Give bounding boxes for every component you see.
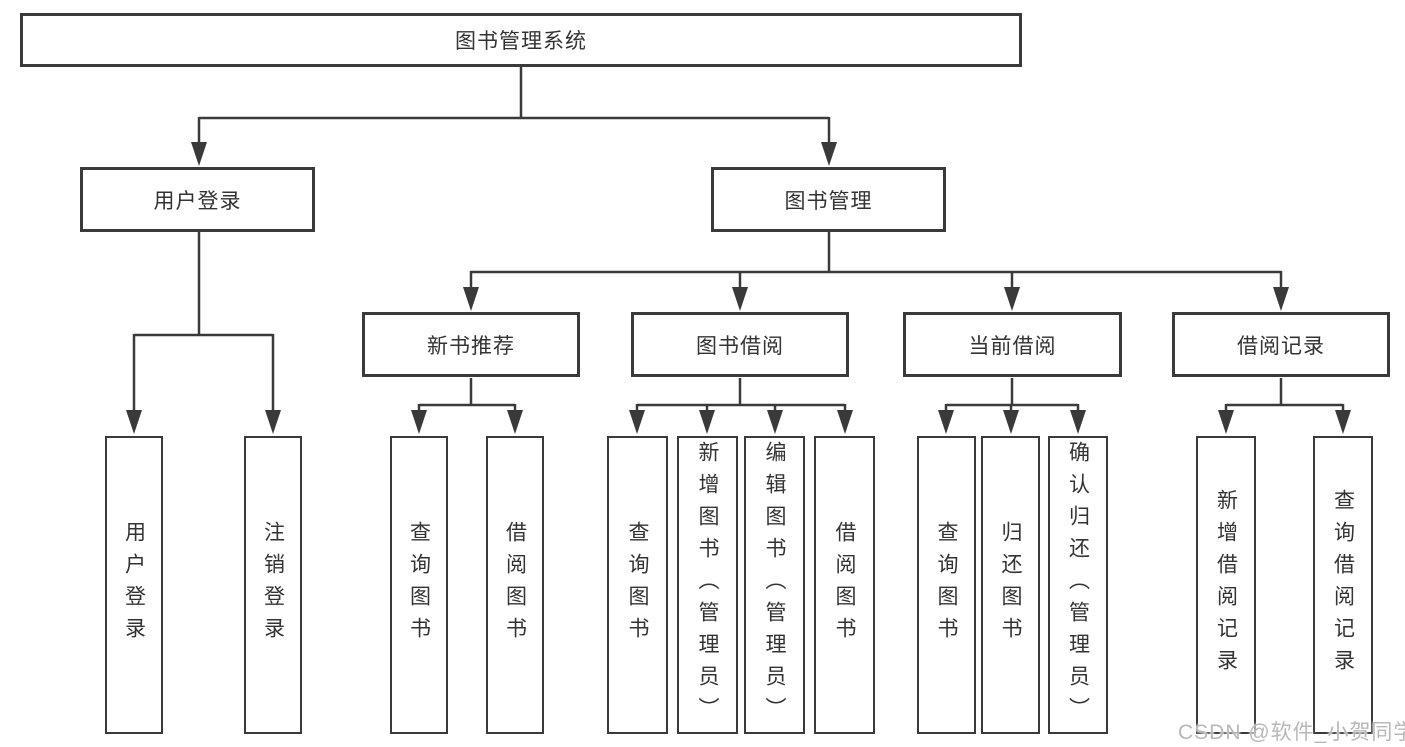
leaf-add-books-admin: 新增图书（管理员） xyxy=(677,436,738,734)
connector-user-login-children xyxy=(126,232,281,434)
leaf-borrow-books-2: 借阅图书 xyxy=(814,436,875,734)
node-new-book-recommend: 新书推荐 xyxy=(362,312,580,377)
connector-book-management-children xyxy=(463,232,1289,311)
leaf-query-books-3: 查询图书 xyxy=(917,436,976,734)
leaf-edit-books-admin: 编辑图书（管理员） xyxy=(744,436,805,734)
node-library-system: 图书管理系统 xyxy=(20,13,1022,67)
connector-book-borrow-children xyxy=(629,378,853,434)
leaf-add-borrow-record: 新增借阅记录 xyxy=(1196,436,1256,734)
connector-new-book-children xyxy=(411,378,523,434)
node-user-login: 用户登录 xyxy=(80,167,315,232)
connector-current-borrow-children xyxy=(938,378,1086,434)
node-borrow-records: 借阅记录 xyxy=(1172,312,1390,377)
leaf-return-books: 归还图书 xyxy=(981,436,1040,734)
node-book-management: 图书管理 xyxy=(711,167,946,232)
leaf-user-login: 用户登录 xyxy=(105,436,163,734)
leaf-logout: 注销登录 xyxy=(244,436,302,734)
node-book-borrow: 图书借阅 xyxy=(631,312,849,377)
connector-root-to-level1 xyxy=(191,67,837,166)
leaf-query-books-1: 查询图书 xyxy=(390,436,448,734)
leaf-query-borrow-record: 查询借阅记录 xyxy=(1313,436,1373,734)
csdn-watermark: CSDN @软件_小贺同学 xyxy=(1178,721,1405,744)
leaf-query-books-2: 查询图书 xyxy=(607,436,668,734)
leaf-borrow-books-1: 借阅图书 xyxy=(486,436,544,734)
leaf-confirm-return-admin: 确认归还（管理员） xyxy=(1048,436,1108,734)
connector-borrow-records-children xyxy=(1218,378,1351,434)
node-current-borrow: 当前借阅 xyxy=(903,312,1122,377)
